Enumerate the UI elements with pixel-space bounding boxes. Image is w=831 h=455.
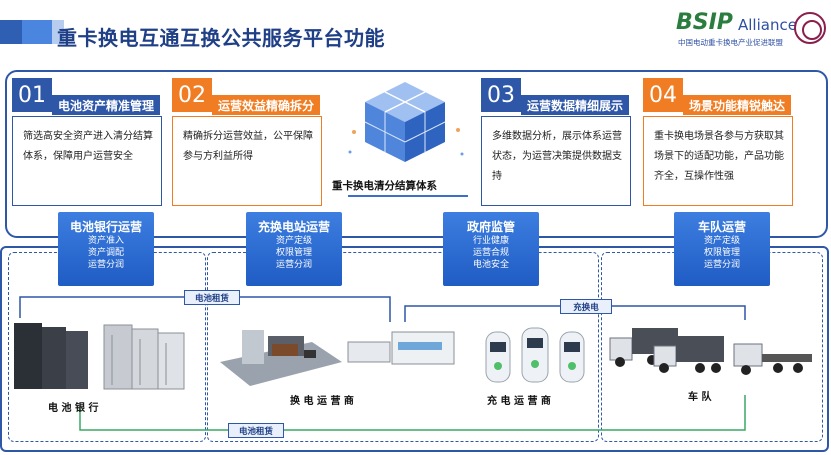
charging-piles-icon <box>485 327 585 383</box>
role-title: 电池银行运营 <box>69 220 142 234</box>
station-operator-group <box>207 252 599 442</box>
card-title: 运营数据精细展示 <box>521 95 630 115</box>
role-station-operator: 充换电站运营 资产定级 权限管理 运营分润 <box>246 212 342 286</box>
header-accent-bar <box>52 20 64 44</box>
role-title: 充换电站运营 <box>257 220 330 234</box>
role-title: 车队运营 <box>697 220 746 234</box>
logo-main-text: BSIP <box>676 10 733 35</box>
role-battery-bank: 电池银行运营 资产准入 资产调配 运营分润 <box>58 212 154 286</box>
charge-operator-label: 充 电 运 营 商 <box>487 396 551 407</box>
role-fleet: 车队运营 资产定级 权限管理 运营分润 <box>674 212 770 286</box>
card-title: 场景功能精锐触达 <box>683 95 792 115</box>
logo-alliance-text: Alliance <box>738 16 797 34</box>
settlement-system-label: 重卡换电清分结算体系 <box>332 180 437 192</box>
role-line: 运营合规 <box>472 248 509 258</box>
card-number: 04 <box>643 78 683 112</box>
card-body: 多维数据分析，展示体系运营状态，为运营决策提供数据支持 <box>481 116 631 206</box>
role-line: 运营分润 <box>703 260 740 270</box>
role-line: 行业健康 <box>472 236 509 246</box>
page-title: 重卡换电互通互换公共服务平台功能 <box>57 26 385 50</box>
header-accent-bar <box>0 20 22 44</box>
card-number: 02 <box>172 78 212 112</box>
swap-operator-label: 换 电 运 营 商 <box>290 396 354 407</box>
settlement-underline <box>348 195 468 197</box>
card-title: 运营效益精确拆分 <box>212 95 321 115</box>
role-line: 运营分润 <box>87 260 124 270</box>
battery-lease-bottom-tag: 电池租赁 <box>228 423 284 438</box>
card-number: 03 <box>481 78 521 112</box>
battery-cabinets-icon <box>14 323 185 390</box>
fleet-trucks-icon <box>609 328 812 375</box>
role-line: 运营分润 <box>275 260 312 270</box>
settlement-cube-icon <box>348 82 464 162</box>
role-line: 电池安全 <box>472 260 509 270</box>
fleet-label: 车 队 <box>688 392 712 403</box>
role-line: 资产定级 <box>275 236 312 246</box>
alliance-emblem-icon <box>794 12 826 44</box>
battery-lease-tag: 电池租赁 <box>184 290 240 305</box>
card-body: 重卡换电场景各参与方获取其场景下的适配功能，产品功能齐全，互操作性强 <box>643 116 793 206</box>
bsip-alliance-logo: BSIP Alliance 中国电动重卡换电产业促进联盟 <box>650 6 828 52</box>
role-line: 资产定级 <box>703 236 740 246</box>
swap-station-icon <box>220 330 455 386</box>
card-body: 精确拆分运营效益，公平保障参与方利益所得 <box>172 116 322 206</box>
battery-bank-label: 电 池 银 行 <box>48 403 99 414</box>
role-line: 权限管理 <box>275 248 312 258</box>
header-accent-bar <box>22 20 52 44</box>
card-number: 01 <box>12 78 52 112</box>
role-line: 权限管理 <box>703 248 740 258</box>
role-government: 政府监管 行业健康 运营合规 电池安全 <box>443 212 539 286</box>
card-body: 筛选高安全资产进入清分结算体系，保障用户运营安全 <box>12 116 162 206</box>
role-line: 资产准入 <box>87 236 124 246</box>
role-title: 政府监管 <box>466 220 515 234</box>
ecosystem-panel <box>0 246 829 452</box>
swap-tag: 充换电 <box>560 299 612 314</box>
role-line: 资产调配 <box>87 248 124 258</box>
logo-subtitle: 中国电动重卡换电产业促进联盟 <box>678 38 783 47</box>
card-title: 电池资产精准管理 <box>52 95 161 115</box>
